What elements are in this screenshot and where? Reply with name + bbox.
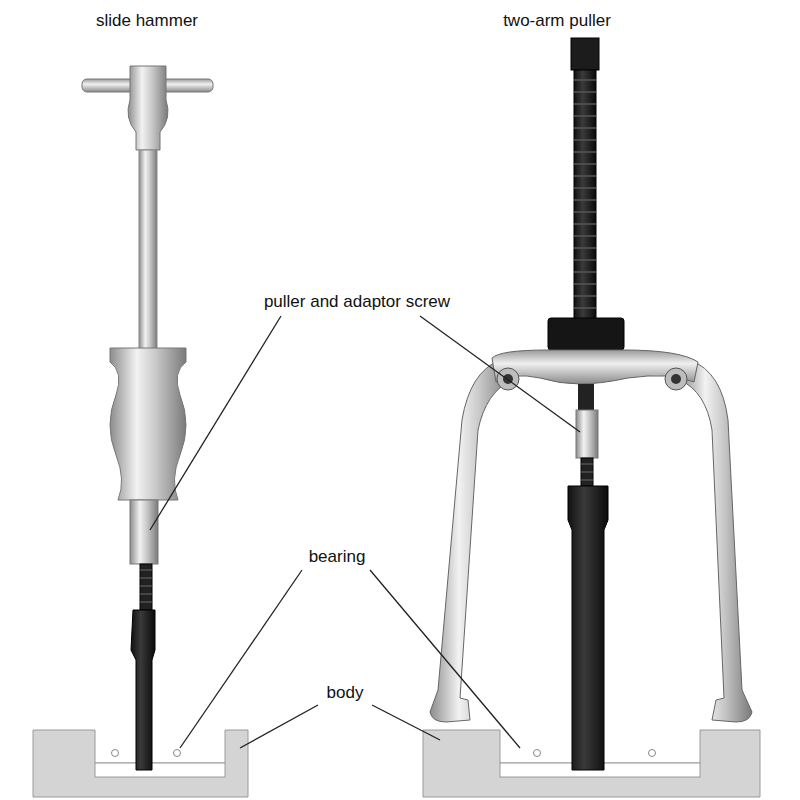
part-label: bearing — [307, 547, 368, 567]
part-label: slide hammer — [94, 11, 200, 31]
part-label: puller and adaptor screw — [262, 292, 452, 312]
part-label: two-arm puller — [501, 11, 613, 31]
part-label: body — [325, 683, 366, 703]
